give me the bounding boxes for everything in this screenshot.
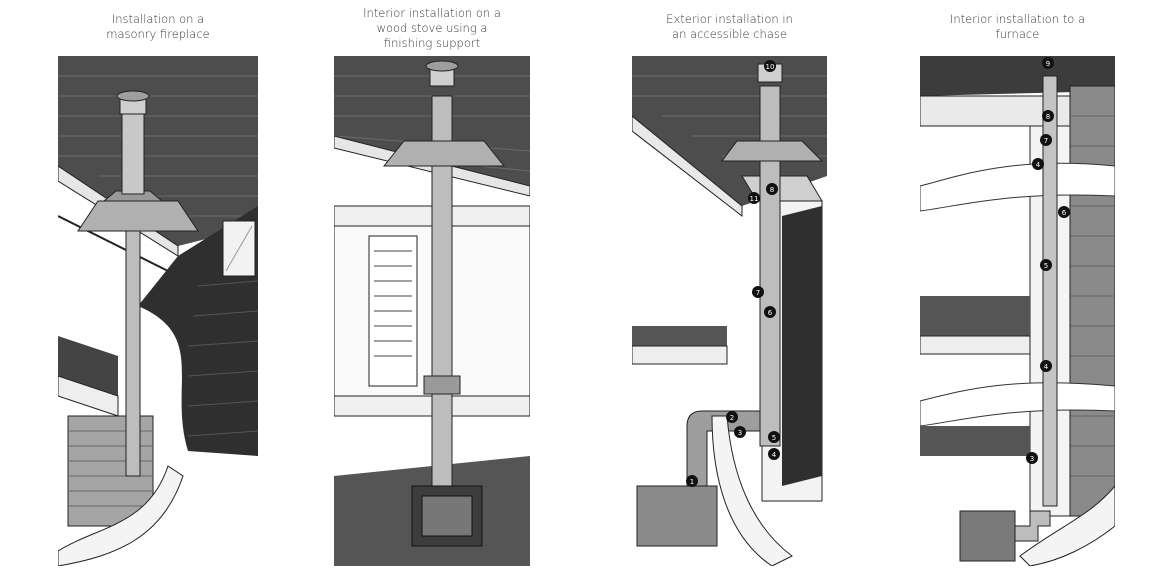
flashing	[721, 140, 824, 162]
floor-joist	[632, 345, 728, 365]
wood-stove-illustration	[334, 56, 530, 566]
svg-text:5: 5	[1044, 262, 1048, 270]
break-mark	[920, 382, 1115, 427]
svg-text:3: 3	[1030, 455, 1034, 463]
roof	[920, 56, 1115, 96]
panel-caption: Interior installation on a wood stove us…	[334, 6, 530, 51]
callout-4	[1040, 360, 1052, 372]
chimney-upper	[121, 113, 145, 195]
svg-text:3: 3	[738, 429, 742, 437]
svg-text:5: 5	[772, 434, 776, 442]
callout-5	[1040, 259, 1052, 271]
flashing	[382, 140, 506, 167]
exterior-chase-illustration: 10 8 11 7 6 2 3 5 4 1	[632, 56, 827, 566]
brick-wall	[1069, 85, 1115, 517]
finishing-support	[423, 375, 461, 395]
callout-7	[1040, 134, 1052, 146]
svg-text:8: 8	[1046, 113, 1050, 121]
callout-3	[734, 426, 746, 438]
furnace-illustration: 9 8 7 4 6 5 4 3	[920, 56, 1115, 566]
soil	[1019, 485, 1115, 566]
callout-4	[768, 448, 780, 460]
caption-line: Interior installation to a	[949, 12, 1085, 26]
callout-11	[748, 192, 760, 204]
break-mark	[920, 162, 1115, 212]
callout-6	[764, 306, 776, 318]
svg-text:6: 6	[768, 309, 773, 317]
callout-7	[752, 286, 764, 298]
callout-10	[764, 60, 776, 72]
masonry-fireplace-illustration	[58, 56, 258, 566]
svg-text:8: 8	[770, 186, 774, 194]
floor-joist	[920, 335, 1031, 355]
svg-text:7: 7	[756, 289, 760, 297]
connector-pipe	[1014, 510, 1051, 542]
svg-text:9: 9	[1046, 60, 1050, 68]
floor	[920, 296, 1030, 336]
callout-2	[726, 411, 738, 423]
soil	[711, 415, 793, 566]
panel-caption: Installation on a masonry fireplace	[58, 12, 258, 42]
svg-text:2: 2	[730, 414, 734, 422]
callout-1	[686, 475, 698, 487]
callout-3	[1026, 452, 1038, 464]
appliance	[636, 485, 718, 547]
caption-line: wood stove using a	[376, 21, 488, 35]
callout-4	[1032, 158, 1044, 170]
callout-6	[1058, 206, 1070, 218]
panel-caption: Interior installation to a furnace	[920, 12, 1115, 42]
svg-text:7: 7	[1044, 137, 1048, 145]
chase-dark	[782, 206, 822, 486]
svg-text:11: 11	[750, 195, 759, 203]
caption-line: Installation on a	[111, 12, 205, 26]
callout-9	[1042, 57, 1054, 69]
flashing	[77, 200, 199, 232]
callout-8	[1042, 110, 1054, 122]
svg-text:6: 6	[1062, 209, 1067, 217]
chimney-pipe	[1042, 75, 1058, 507]
chimney-pipe	[759, 85, 781, 447]
roof-truss	[632, 115, 743, 218]
svg-text:10: 10	[766, 63, 775, 71]
furnace	[959, 510, 1016, 562]
caption-line: Interior installation on a	[363, 6, 501, 20]
caption-line: masonry fireplace	[106, 27, 210, 41]
soil	[58, 465, 184, 566]
lower-floor	[920, 426, 1030, 456]
callouts: 9 8 7 4 6 5 4 3	[1026, 57, 1070, 464]
floor	[632, 326, 727, 346]
svg-text:4: 4	[1044, 363, 1049, 371]
callouts: 10 8 11 7 6 2 3 5 4 1	[686, 60, 780, 487]
callout-8	[766, 183, 778, 195]
caption-line: an accessible chase	[672, 27, 787, 41]
panel-caption: Exterior installation in an accessible c…	[632, 12, 827, 42]
svg-text:1: 1	[690, 478, 694, 486]
caption-line: Exterior installation in	[666, 12, 793, 26]
callout-5	[768, 431, 780, 443]
svg-text:4: 4	[772, 451, 777, 459]
caption-line: furnace	[995, 27, 1040, 41]
caption-line: finishing support	[383, 36, 481, 50]
svg-text:4: 4	[1036, 161, 1041, 169]
